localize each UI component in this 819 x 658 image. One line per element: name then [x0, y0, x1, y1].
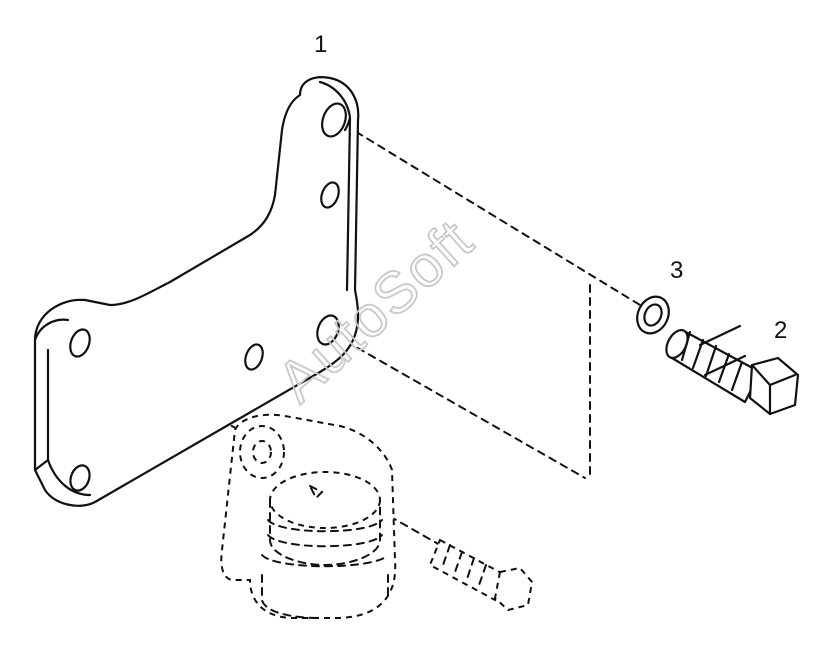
bracket-hole-left	[69, 328, 91, 358]
callout-part-3: 3	[670, 257, 683, 284]
bracket-hole-upper	[320, 181, 340, 209]
bracket-hole-center	[244, 343, 264, 371]
bracket-front-edge	[318, 80, 352, 292]
mount-base	[261, 574, 389, 619]
mount-bolt-threads	[441, 544, 487, 589]
bracket-part-1	[33, 76, 360, 507]
alignment-line-top	[344, 124, 641, 306]
bolt-hex-head	[748, 356, 800, 416]
mount-top-cap	[269, 471, 381, 529]
bolt-break-line-2	[703, 354, 747, 377]
mount-bolt-head	[493, 566, 534, 612]
mount-bolt-shank	[428, 538, 507, 602]
mount-marker	[307, 483, 324, 500]
bracket-hole-right	[316, 314, 340, 346]
bracket-plate	[33, 76, 360, 507]
bracket-hole-bottom	[69, 464, 91, 492]
mount-cylinder	[269, 499, 381, 567]
washer-part-3	[636, 295, 670, 335]
bolt-threads	[680, 330, 744, 392]
washer-inner	[643, 303, 663, 327]
bolt-hex-facets	[750, 363, 797, 416]
bolt-break-line-1	[698, 324, 742, 347]
bracket-lower-edge	[46, 458, 92, 497]
alignment-line-middle	[334, 334, 586, 479]
mount-bolt	[428, 538, 534, 612]
bolt-part-2	[665, 324, 800, 416]
bracket-hole-top	[321, 102, 347, 138]
mount-rings	[261, 519, 389, 568]
mount-eye-hole	[252, 440, 272, 464]
callout-part-2: 2	[774, 317, 787, 344]
engine-mount	[220, 413, 397, 619]
callout-part-1: 1	[314, 31, 327, 58]
